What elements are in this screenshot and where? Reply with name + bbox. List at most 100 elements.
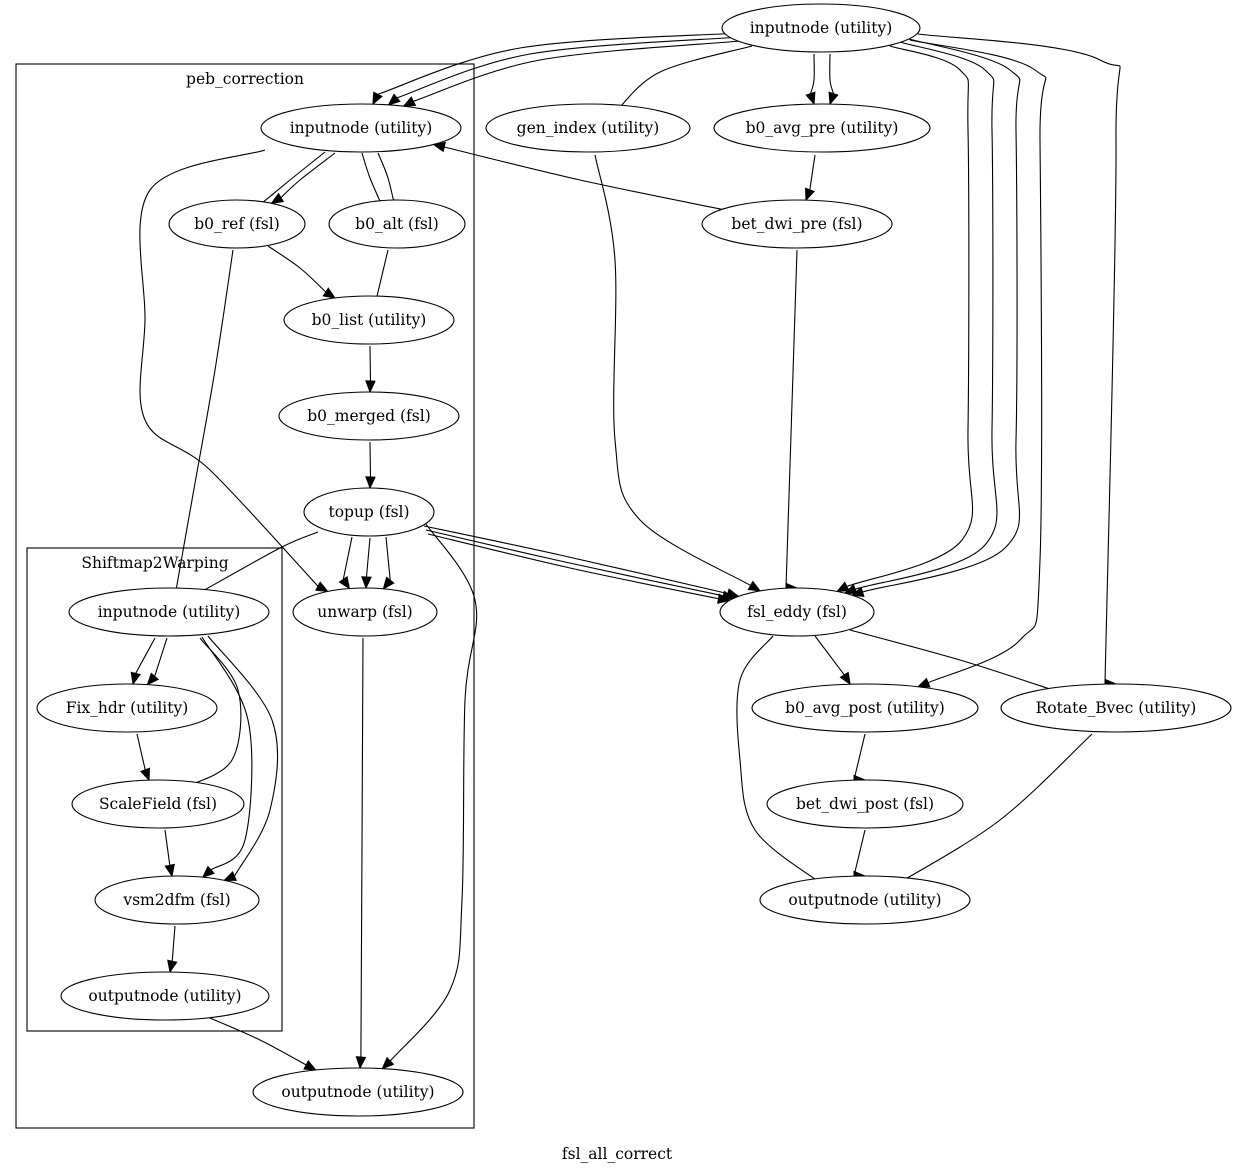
node-bet_dwi_pre: bet_dwi_pre (fsl) — [701, 199, 893, 249]
edge-arrowhead — [167, 959, 178, 974]
edge-top_inputnode-to-rotate_bvec — [917, 33, 1121, 690]
node-gen_index-shape — [485, 103, 691, 153]
edge-line — [594, 154, 751, 586]
edge-arrowhead — [201, 865, 215, 879]
node-gen_index: gen_index (utility) — [485, 103, 691, 153]
edge-arrowhead — [140, 767, 151, 782]
edge-line — [809, 53, 815, 94]
node-top_inputnode-label: inputnode (utility) — [750, 19, 893, 37]
node-peb_outputnode: outputnode (utility) — [252, 1067, 464, 1117]
node-b0_avg_post-label: b0_avg_post (utility) — [785, 699, 945, 717]
edge-line — [171, 925, 176, 962]
edge-line — [909, 39, 1047, 684]
edge-gen_index-to-fsl_eddy — [594, 154, 762, 592]
node-peb_inputnode: inputnode (utility) — [260, 103, 462, 153]
edge-arrowhead — [164, 863, 175, 878]
edge-s2w_inputnode-to-vsm2dfm — [207, 635, 279, 881]
edge-arrowhead — [361, 576, 372, 590]
edge-line — [207, 635, 279, 877]
edge-arrowhead — [916, 677, 931, 688]
node-scalefield: ScaleField (fsl) — [71, 779, 245, 829]
edge-peb_inputnode-to-unwarp — [139, 149, 329, 593]
edge-arrowhead — [747, 580, 762, 592]
edge-scalefield-to-vsm2dfm — [164, 829, 175, 878]
node-top_inputnode: inputnode (utility) — [721, 3, 921, 53]
edge-line — [365, 537, 371, 578]
edge-arrowhead — [717, 593, 731, 604]
edge-arrowhead — [270, 192, 285, 204]
edge-arrowhead — [146, 672, 160, 686]
cluster-shift-box — [26, 547, 283, 1032]
node-b0_alt: b0_alt (fsl) — [328, 199, 466, 249]
node-b0_avg_post-shape — [751, 683, 979, 733]
edge-top_inputnode-to-gen_index — [612, 45, 753, 117]
edge-b0_merged-to-topup — [365, 441, 376, 490]
node-fsl_eddy-label: fsl_eddy (fsl) — [747, 603, 847, 621]
node-b0_ref-label: b0_ref (fsl) — [194, 215, 280, 233]
node-bet_dwi_post-shape — [766, 779, 964, 829]
edge-arrowhead — [355, 1056, 367, 1070]
edge-line — [444, 146, 726, 211]
edge-top_inputnode-to-peb_inputnode — [372, 32, 741, 106]
node-b0_list-shape — [283, 295, 455, 345]
edge-arrowhead — [805, 91, 816, 106]
edge-s2w_inputnode-to-fix_hdr — [130, 637, 156, 686]
edge-arrowhead — [303, 1059, 318, 1071]
node-top_outputnode-label: outputnode (utility) — [788, 891, 941, 909]
edge-unwarp-to-peb_outputnode — [355, 637, 367, 1070]
edge-arrowhead — [843, 584, 858, 594]
edge-line — [849, 629, 1059, 693]
node-rotate_bvec-label: Rotate_Bvec (utility) — [1036, 699, 1197, 717]
node-b0_alt-label: b0_alt (fsl) — [355, 215, 439, 233]
node-b0_ref: b0_ref (fsl) — [168, 199, 306, 249]
edge-line — [855, 41, 998, 590]
edge-line — [254, 151, 326, 210]
node-s2w_inputnode-shape — [68, 587, 270, 637]
edge-arrowhead — [372, 91, 383, 106]
edge-arrowhead — [365, 476, 376, 490]
edge-arrowhead — [387, 93, 401, 106]
node-bet_dwi_pre-label: bet_dwi_pre (fsl) — [731, 215, 862, 233]
edge-line — [135, 637, 156, 674]
node-vsm2dfm: vsm2dfm (fsl) — [94, 875, 260, 925]
edge-arrowhead — [839, 671, 851, 686]
edge-line — [425, 529, 724, 597]
edge-vsm2dfm-to-s2w_outputnode — [167, 925, 178, 974]
edge-line — [164, 829, 171, 866]
edge-topup-to-unwarp — [338, 536, 353, 590]
edge-line — [389, 523, 478, 1062]
edge-arrowhead — [382, 576, 395, 590]
cluster-shift-label: Shiftmap2Warping — [81, 554, 228, 572]
edge-line — [809, 154, 816, 190]
node-s2w_outputnode: outputnode (utility) — [60, 971, 270, 1021]
node-topup-shape — [303, 487, 435, 537]
node-unwarp: unwarp (fsl) — [292, 587, 438, 637]
edge-line — [174, 249, 234, 599]
edge-line — [369, 441, 372, 478]
edge-s2w_inputnode-to-fix_hdr — [146, 637, 168, 686]
node-b0_alt-shape — [328, 199, 466, 249]
edge-line — [853, 733, 866, 781]
node-s2w_outputnode-label: outputnode (utility) — [88, 987, 241, 1005]
edge-line — [615, 45, 753, 112]
edge-b0_ref-to-b0_list — [267, 245, 337, 299]
edge-line — [736, 635, 822, 884]
cluster-shift: Shiftmap2Warping — [26, 547, 283, 1032]
edge-line — [846, 45, 974, 588]
edge-line — [342, 536, 353, 580]
node-rotate_bvec: Rotate_Bvec (utility) — [1000, 683, 1232, 733]
edge-arrowhead — [322, 287, 337, 299]
edge-arrowhead — [804, 187, 816, 202]
edge-line — [862, 37, 1021, 593]
node-b0_ref-shape — [168, 199, 306, 249]
edge-arrowhead — [402, 96, 417, 107]
edge-line — [377, 32, 741, 95]
edge-line — [427, 533, 719, 600]
node-peb_outputnode-label: outputnode (utility) — [281, 1083, 434, 1101]
edge-top_inputnode-to-fsl_eddy — [850, 37, 1021, 597]
node-b0_list: b0_list (utility) — [283, 295, 455, 345]
edge-line — [369, 345, 372, 382]
graph-caption: fsl_all_correct — [562, 1145, 673, 1163]
node-b0_avg_pre: b0_avg_pre (utility) — [713, 103, 931, 153]
